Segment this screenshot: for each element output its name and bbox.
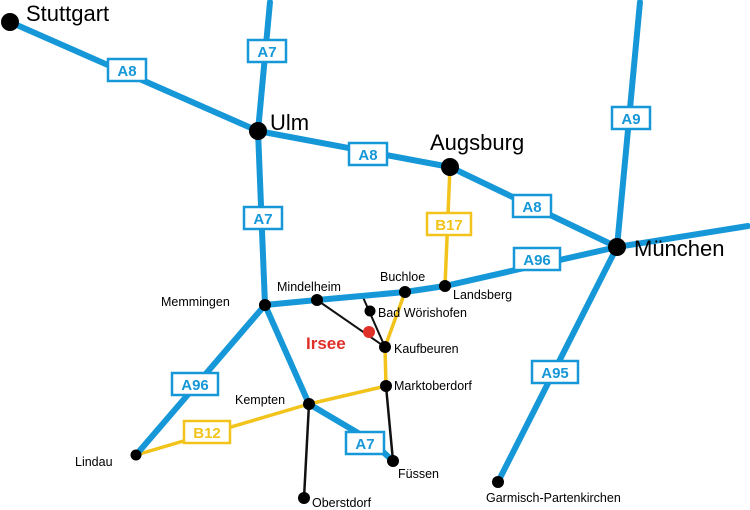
svg-text:A9: A9 — [621, 111, 640, 128]
shield-a95: A95 — [530, 359, 580, 385]
local-roads — [302, 294, 395, 500]
shield-a7-north: A7 — [246, 38, 288, 64]
label-ulm: Ulm — [270, 110, 309, 135]
shield-a7-mid: A7 — [242, 205, 284, 231]
city-markers — [1, 13, 626, 504]
label-garmisch: Garmisch-Partenkirchen — [486, 491, 621, 505]
city-dot-landsberg — [439, 280, 451, 292]
svg-text:A7: A7 — [257, 44, 276, 61]
label-kaufbeuren: Kaufbeuren — [394, 342, 459, 356]
shield-a96-west: A96 — [170, 371, 220, 397]
label-muenchen: München — [634, 236, 725, 261]
city-dot-lindau — [130, 449, 142, 461]
label-irsee: Irsee — [306, 334, 346, 353]
road-kempten-oberstdorf — [302, 402, 311, 500]
road-mindelheim-kaufbeuren — [316, 299, 386, 348]
shield-a8-mid: A8 — [347, 141, 389, 167]
label-mindelheim: Mindelheim — [277, 280, 341, 294]
road-a96-east-stub — [614, 223, 750, 250]
city-dot-bad-woerishofen — [364, 305, 376, 317]
road-b12-marktoberdorf-kempten — [307, 384, 388, 406]
svg-text:A95: A95 — [541, 365, 569, 382]
city-dot-mindelheim — [311, 294, 323, 306]
road-marktoberdorf-fuessen — [384, 384, 395, 463]
svg-text:A8: A8 — [522, 199, 541, 216]
label-kempten: Kempten — [235, 393, 285, 407]
shield-b17: B17 — [425, 211, 473, 237]
svg-text:A7: A7 — [253, 211, 272, 228]
city-dot-buchloe — [399, 286, 411, 298]
shield-a8-east: A8 — [511, 193, 553, 219]
label-augsburg: Augsburg — [430, 130, 524, 155]
shield-a96-east: A96 — [512, 246, 562, 272]
svg-text:A96: A96 — [181, 377, 209, 394]
label-marktoberdorf: Marktoberdorf — [394, 379, 472, 393]
svg-text:A96: A96 — [523, 252, 551, 269]
city-labels: Stuttgart Ulm Augsburg München Mindelhei… — [26, 1, 725, 510]
city-dot-irsee — [363, 326, 375, 338]
city-dot-oberstdorf — [298, 492, 310, 504]
svg-text:A8: A8 — [117, 63, 136, 80]
city-dot-garmisch — [492, 476, 504, 488]
svg-text:A8: A8 — [358, 147, 377, 164]
label-fuessen: Füssen — [398, 467, 439, 481]
city-dot-stuttgart — [1, 13, 19, 31]
label-buchloe: Buchloe — [380, 270, 425, 284]
label-lindau: Lindau — [75, 455, 113, 469]
road-a7-north — [255, 0, 273, 134]
svg-text:B12: B12 — [193, 425, 221, 442]
city-dot-ulm — [249, 122, 267, 140]
label-memmingen: Memmingen — [161, 295, 230, 309]
city-dot-fuessen — [387, 455, 399, 467]
city-dot-memmingen — [259, 299, 271, 311]
shield-b12: B12 — [182, 419, 232, 445]
label-oberstdorf: Oberstdorf — [312, 496, 372, 510]
road-mindelheim-branch — [361, 294, 386, 348]
label-stuttgart: Stuttgart — [26, 1, 109, 26]
city-dot-marktoberdorf — [380, 380, 392, 392]
svg-text:A7: A7 — [355, 436, 374, 453]
label-bad-woerishofen: Bad Wörishofen — [378, 306, 467, 320]
svg-text:B17: B17 — [435, 217, 463, 234]
label-landsberg: Landsberg — [453, 288, 512, 302]
city-dot-muenchen — [608, 238, 626, 256]
shield-a9: A9 — [610, 105, 652, 131]
city-dot-kaufbeuren — [379, 341, 391, 353]
shield-a7-south: A7 — [344, 430, 386, 456]
shield-a8-west: A8 — [106, 57, 148, 83]
city-dot-kempten — [303, 398, 315, 410]
city-dot-augsburg — [441, 158, 459, 176]
